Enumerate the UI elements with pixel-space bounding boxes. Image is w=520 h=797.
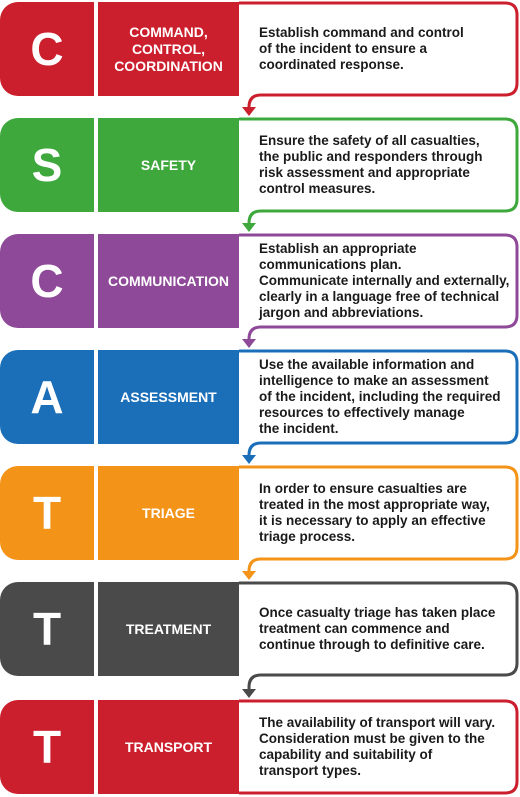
step-label: TREATMENT xyxy=(98,582,239,676)
step-outline xyxy=(239,699,519,795)
step-label: COMMUNICATION xyxy=(98,234,239,328)
connector-arrowhead xyxy=(242,339,256,348)
step-label: SAFETY xyxy=(98,118,239,212)
step-outline xyxy=(239,581,519,691)
connector-arrowhead xyxy=(242,689,256,698)
step-description: Establish an appropriate communications … xyxy=(259,241,510,320)
step-label: COMMAND, CONTROL, COORDINATION xyxy=(98,2,239,96)
step-letter: T xyxy=(0,466,94,560)
step-outline xyxy=(239,465,519,573)
connector-arrowhead xyxy=(242,107,256,116)
connector-arrowhead xyxy=(242,571,256,580)
step-label: TRANSPORT xyxy=(98,700,239,794)
step-letter: T xyxy=(0,700,94,794)
step-description: Use the available information and intell… xyxy=(259,357,501,436)
step-letter: S xyxy=(0,118,94,212)
step-letter: C xyxy=(0,2,94,96)
step-label: ASSESSMENT xyxy=(98,350,239,444)
step-outline xyxy=(239,349,519,457)
step-letter: T xyxy=(0,582,94,676)
step-outline xyxy=(239,233,519,341)
step-description: The availability of transport will vary.… xyxy=(259,715,496,778)
step-letter: A xyxy=(0,350,94,444)
step-description: In order to ensure casualties are treate… xyxy=(259,481,490,544)
connector-arrowhead xyxy=(242,455,256,464)
step-outline xyxy=(239,117,519,225)
step-description: Establish command and control of the inc… xyxy=(259,25,464,72)
connector-arrowhead xyxy=(242,223,256,232)
step-description: Ensure the safety of all casualties, the… xyxy=(259,133,483,196)
step-label: TRIAGE xyxy=(98,466,239,560)
step-outline xyxy=(239,1,519,109)
step-letter: C xyxy=(0,234,94,328)
step-description: Once casualty triage has taken place tre… xyxy=(259,605,496,652)
